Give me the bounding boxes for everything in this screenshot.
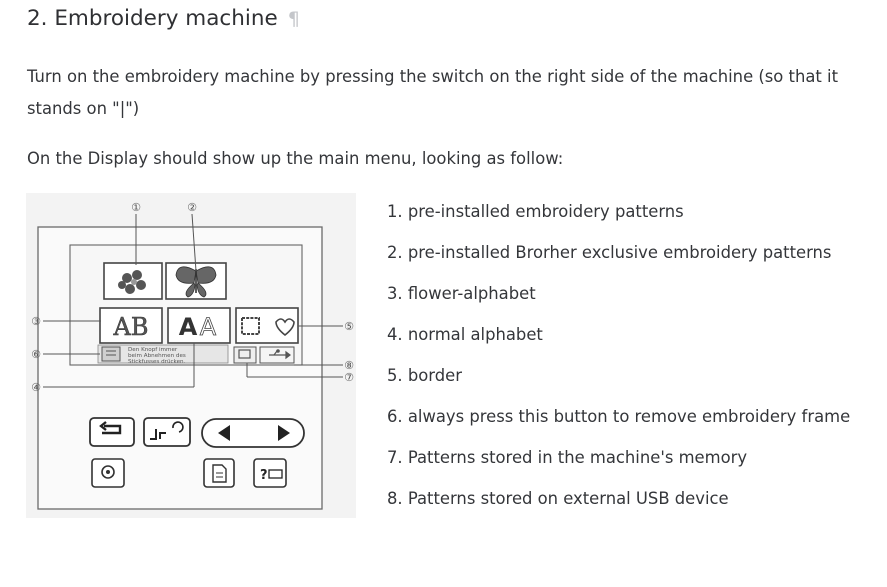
butterfly-icon bbox=[175, 266, 217, 298]
border-button bbox=[235, 307, 299, 344]
flower-alphabet-label: AB bbox=[113, 313, 149, 341]
back-arrow-icon bbox=[102, 424, 122, 435]
notice-line-1: Den Knopf immer bbox=[128, 347, 178, 353]
callout-1: ① bbox=[131, 201, 141, 214]
callout-8: ⑧ bbox=[344, 359, 354, 372]
callout-3: ③ bbox=[31, 315, 41, 328]
legend-list: 1. pre-installed embroidery patterns 2. … bbox=[387, 196, 887, 524]
callout-5: ⑤ bbox=[344, 320, 354, 333]
list-item: 5. border bbox=[387, 366, 462, 385]
normal-alphabet-label: A bbox=[179, 313, 198, 341]
notice-line-2: beim Abnehmen des bbox=[128, 353, 186, 359]
instruction-paragraph: Turn on the embroidery machine by pressi… bbox=[27, 67, 839, 118]
callout-7: ⑦ bbox=[344, 371, 354, 384]
list-item: 8. Patterns stored on external USB devic… bbox=[387, 489, 729, 508]
list-item: 2. pre-installed Brorher exclusive embro… bbox=[387, 243, 832, 262]
callout-4: ④ bbox=[31, 381, 41, 394]
flower-icon bbox=[118, 270, 146, 294]
help-button bbox=[253, 458, 287, 488]
section-title: 2. Embroidery machine bbox=[27, 6, 278, 31]
flower-alphabet-button bbox=[99, 307, 163, 344]
section-heading: 2. Embroidery machine ¶ bbox=[27, 6, 300, 31]
presser-foot-icon bbox=[150, 429, 166, 440]
list-item: 3. flower-alphabet bbox=[387, 284, 536, 303]
machine-display-diagram: AB A A Den Knopf immer beim Abnehmen des… bbox=[26, 193, 356, 518]
list-item: 1. pre-installed embroidery patterns bbox=[387, 202, 684, 221]
memory-patterns-button bbox=[233, 346, 257, 364]
callout-2: ② bbox=[187, 201, 197, 214]
anchor-link-icon[interactable]: ¶ bbox=[287, 8, 300, 30]
arrow-right-icon bbox=[278, 425, 290, 441]
help-icon: ? bbox=[260, 468, 268, 483]
heart-icon bbox=[275, 318, 295, 337]
list-item: 4. normal alphabet bbox=[387, 325, 543, 344]
document-icon bbox=[212, 464, 227, 483]
display-paragraph: On the Display should show up the main m… bbox=[27, 149, 564, 168]
callout-6: ⑥ bbox=[31, 348, 41, 361]
list-item: 7. Patterns stored in the machine's memo… bbox=[387, 448, 748, 467]
notice-line-3: Stickfusses drücken. bbox=[128, 359, 186, 365]
outline-alphabet-label: A bbox=[200, 313, 217, 341]
list-item: 6. always press this button to remove em… bbox=[387, 407, 851, 426]
frame-release-icon bbox=[101, 346, 121, 362]
usb-icon bbox=[269, 349, 291, 360]
arrow-left-icon bbox=[218, 425, 230, 441]
embroidery-key-icon bbox=[101, 465, 115, 479]
normal-alphabet-button bbox=[167, 307, 231, 344]
border-frame-icon bbox=[241, 317, 260, 335]
presser-foot-button bbox=[143, 417, 191, 447]
